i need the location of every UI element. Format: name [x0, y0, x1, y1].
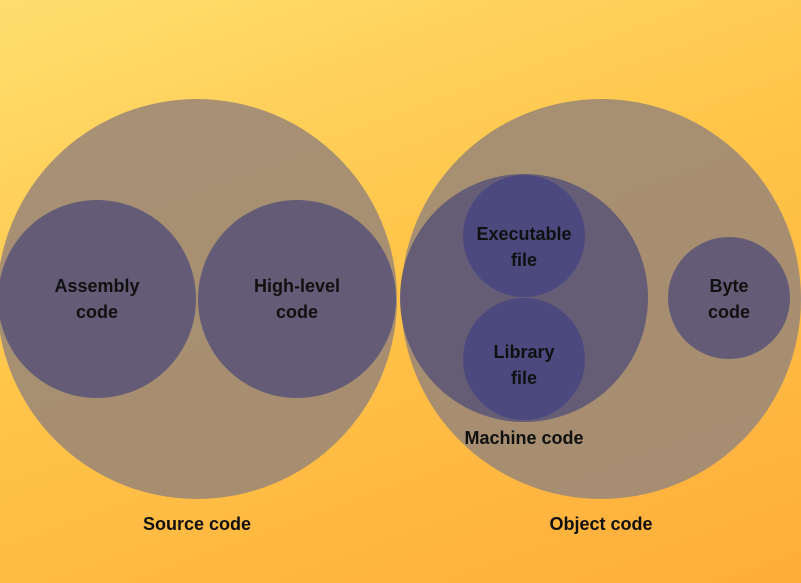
source-code-label: Source code — [142, 514, 252, 534]
library-file-label-line2: file — [510, 368, 537, 388]
executable-file-label-line1: Executable — [476, 224, 572, 244]
assembly-code-circle — [0, 200, 196, 398]
byte-code-label-line2: code — [707, 302, 750, 322]
assembly-code-label-line2: code — [75, 302, 118, 322]
executable-file-label-line2: file — [510, 250, 537, 270]
assembly-code-label: Assembly code — [47, 273, 147, 325]
byte-code-label-line1: Byte — [709, 276, 749, 296]
high-level-code-label: High-level code — [241, 273, 353, 325]
assembly-code-label-line1: Assembly — [54, 276, 140, 296]
library-file-label: Library file — [474, 339, 574, 391]
executable-file-label: Executable file — [464, 221, 584, 273]
high-level-code-label-line2: code — [275, 302, 318, 322]
machine-code-label: Machine code — [464, 428, 584, 448]
byte-code-circle — [668, 237, 790, 359]
library-file-circle — [463, 298, 585, 420]
library-file-label-line1: Library — [493, 342, 555, 362]
executable-file-circle — [463, 175, 585, 297]
object-code-label: Object code — [549, 514, 653, 534]
byte-code-label: Byte code — [689, 273, 769, 325]
high-level-code-circle — [198, 200, 396, 398]
high-level-code-label-line1: High-level — [253, 276, 341, 296]
